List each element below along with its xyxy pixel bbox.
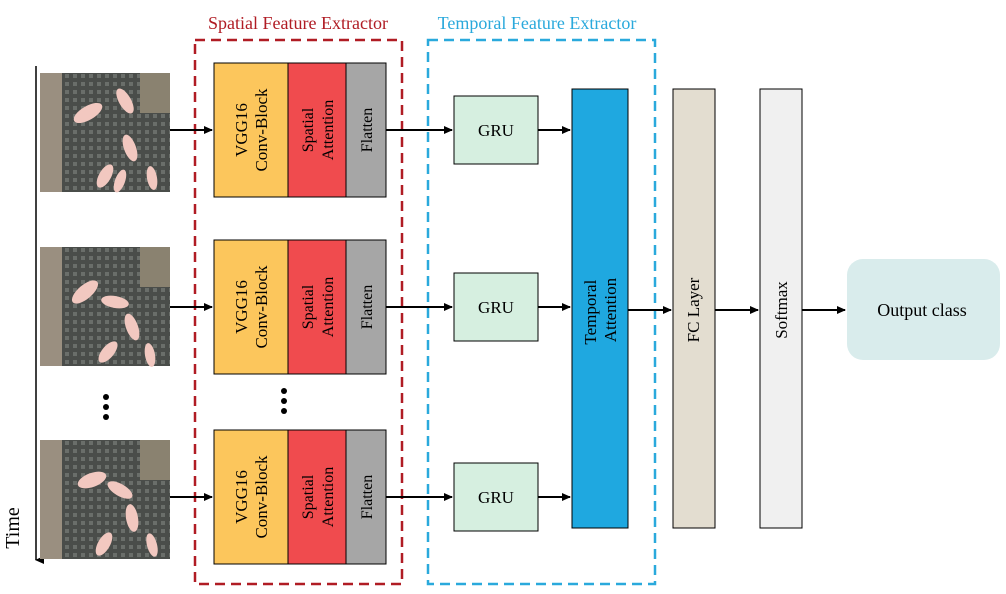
vgg-block-2 <box>213 239 289 375</box>
flatten-label-2: Flatten <box>359 285 376 329</box>
fc-layer-label: FC Layer <box>684 277 703 342</box>
spatial-attention-label-3-line2: Attention <box>320 467 337 527</box>
spatial-extractor-border <box>193 38 404 586</box>
fc-layer-block <box>672 88 716 529</box>
vgg-block-1 <box>213 62 289 198</box>
temporal-attention-line2: Attention <box>601 277 620 342</box>
vgg-label-1: VGG16Conv-Block <box>232 88 271 172</box>
frame-image-2 <box>40 247 170 367</box>
spatial-attention-label-2-line2: Attention <box>320 277 337 337</box>
frames-ellipsis <box>103 394 109 420</box>
vgg-label-3-line1: VGG16 <box>232 470 251 524</box>
temporal-extractor-border <box>426 38 657 586</box>
vgg-label-3-line2: Conv-Block <box>252 455 271 539</box>
spatial-extractor-title: Spatial Feature Extractor <box>208 13 388 33</box>
spatial-attention-label-3-line1: Spatial <box>300 474 317 519</box>
vgg-label-2-line1: VGG16 <box>232 280 251 334</box>
flatten-block-1 <box>345 62 387 198</box>
gru-block-3 <box>453 462 539 532</box>
vgg-label-3: VGG16Conv-Block <box>232 455 271 539</box>
spatial-attention-label-2-line1: Spatial <box>300 284 317 329</box>
flatten-block-3 <box>345 429 387 565</box>
softmax-label: Softmax <box>772 281 791 339</box>
spatial-attention-block-3 <box>287 429 347 565</box>
temporal-extractor-title: Temporal Feature Extractor <box>438 13 637 33</box>
flatten-label-3: Flatten <box>359 475 376 519</box>
gru-label-2: GRU <box>478 298 514 317</box>
gru-label-1: GRU <box>478 121 514 140</box>
gru-block-2 <box>453 272 539 342</box>
softmax-block <box>759 88 803 529</box>
temporal-attention-block <box>571 88 629 529</box>
temporal-attention-line1: Temporal <box>581 279 600 344</box>
frame-image-3 <box>40 440 170 559</box>
vgg-label-1-line2: Conv-Block <box>252 88 271 172</box>
temporal-attention-label: Temporal Attention <box>581 275 620 344</box>
gru-block-1 <box>453 95 539 165</box>
output-class-label: Output class <box>877 300 967 320</box>
flatten-block-2 <box>345 239 387 375</box>
vgg-label-1-line1: VGG16 <box>232 103 251 157</box>
spatial-attention-label-1-line2: Attention <box>320 100 337 160</box>
spatial-attention-block-2 <box>287 239 347 375</box>
flatten-label-1: Flatten <box>359 108 376 152</box>
spatial-attention-block-1 <box>287 62 347 198</box>
time-label: Time <box>2 507 24 549</box>
output-class-block <box>847 259 1000 360</box>
vgg-label-2-line2: Conv-Block <box>252 265 271 349</box>
blocks-ellipsis <box>281 388 287 414</box>
vgg-label-2: VGG16Conv-Block <box>232 265 271 349</box>
spatial-attention-label-1-line1: Spatial <box>300 107 317 152</box>
gru-label-3: GRU <box>478 488 514 507</box>
frame-image-1 <box>40 73 170 193</box>
vgg-block-3 <box>213 429 289 565</box>
